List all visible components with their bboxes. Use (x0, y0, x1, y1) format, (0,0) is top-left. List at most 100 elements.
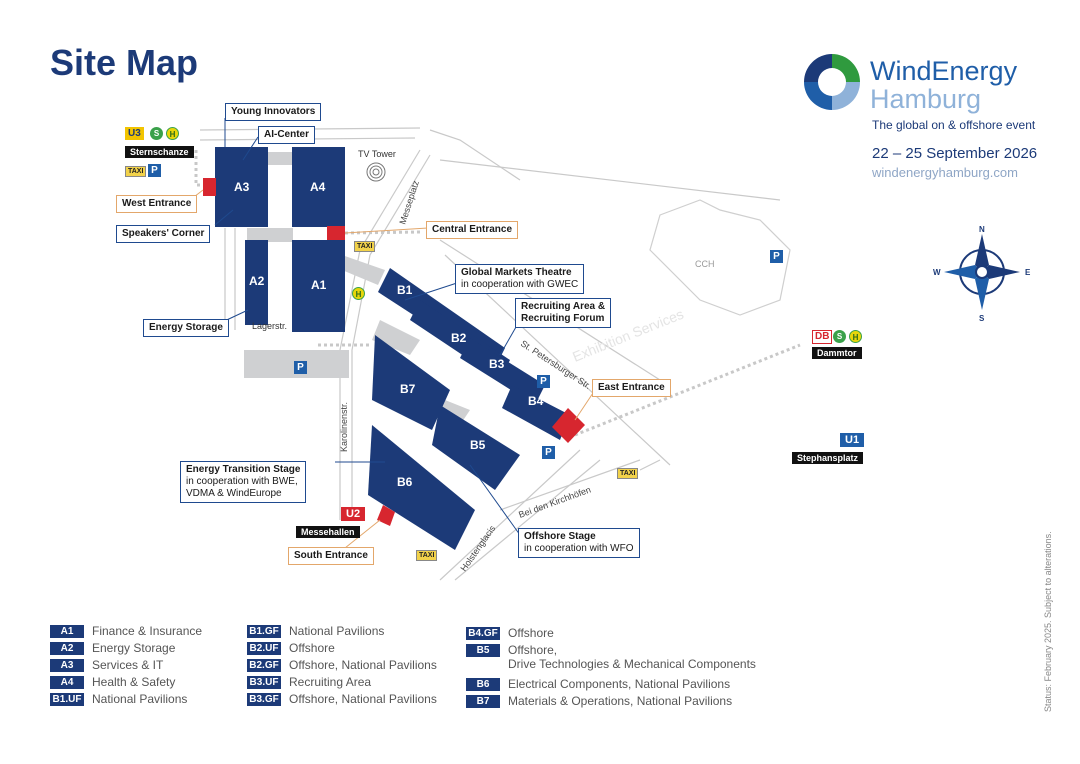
compass-east: E (1025, 268, 1031, 277)
compass-south: S (979, 314, 985, 323)
callout-energy-transition-sub1: in cooperation with BWE, (186, 476, 298, 487)
hall-label-a1: A1 (311, 278, 327, 292)
label-tv-tower: TV Tower (358, 149, 396, 159)
windenergy-logo-icon (804, 54, 860, 110)
station-dammtor: Dammtor (812, 347, 862, 359)
legend-code: B3.GF (247, 693, 281, 706)
station-sternschanze: Sternschanze (125, 146, 194, 158)
taxi-icon: TAXI (354, 241, 376, 252)
callout-ai-center: AI-Center (258, 126, 316, 144)
u2-line-badge: U2 (341, 507, 366, 521)
legend-row: B1.GF National Pavilions (247, 624, 437, 641)
legend-desc: Finance & Insurance (92, 624, 203, 638)
legend-desc-line2: Drive Technologies & Mechanical Componen… (508, 657, 756, 671)
hall-label-a4: A4 (310, 180, 326, 194)
street-label-kirchhoefen: Bei den Kirchhöfen (517, 484, 592, 519)
hall-label-a3: A3 (234, 180, 250, 194)
parking-icon: P (294, 361, 307, 374)
legend-desc: Offshore, National Pavilions (289, 658, 437, 672)
parking-icon: P (537, 375, 550, 388)
south-entrance-marker (377, 505, 395, 526)
tv-tower-icon (366, 162, 386, 182)
hall-label-b5: B5 (470, 438, 486, 452)
callout-recruiting-line2: Recruiting Forum (521, 313, 605, 324)
hall-a3 (215, 147, 268, 227)
callout-energy-storage: Energy Storage (143, 319, 229, 337)
hall-a2 (245, 240, 268, 325)
bus-stop-icon: H (352, 287, 365, 300)
callout-offshore-stage-title: Offshore Stage (524, 531, 596, 542)
legend-desc: Energy Storage (92, 641, 176, 655)
legend-code: A3 (50, 659, 84, 672)
legend-row: B7 Materials & Operations, National Pavil… (466, 694, 756, 711)
legend-code: B1.GF (247, 625, 281, 638)
compass-rose-icon (944, 234, 1020, 310)
hall-label-b3: B3 (489, 357, 505, 371)
legend-code: B2.GF (247, 659, 281, 672)
hall-b3 (460, 338, 545, 405)
street-label-karolinenstr: Karolinenstr. (339, 402, 349, 452)
callout-leaders (214, 118, 521, 536)
event-dates: 22 – 25 September 2026 (872, 145, 1038, 162)
compass-west: W (933, 268, 941, 277)
callout-recruiting-area: Recruiting Area & Recruiting Forum (515, 298, 612, 328)
callout-energy-transition-title: Energy Transition Stage (186, 464, 301, 475)
street-label-messeplatz: Messeplatz (397, 179, 421, 226)
legend-row: A4 Health & Safety (50, 675, 202, 692)
callout-speakers-corner: Speakers' Corner (116, 225, 211, 243)
hall-b6 (368, 425, 475, 550)
callout-energy-transition-stage: Energy Transition Stage in cooperation w… (180, 461, 307, 503)
hall-a1 (292, 240, 345, 332)
u1-line-badge: U1 (840, 433, 865, 447)
callout-east-entrance: East Entrance (592, 379, 671, 397)
legend-code: B1.UF (50, 693, 84, 706)
central-entrance-marker (327, 226, 345, 240)
hall-label-a2: A2 (249, 274, 265, 288)
legend-row: B2.GF Offshore, National Pavilions (247, 658, 437, 675)
page-title: Site Map (50, 42, 199, 83)
bus-stop-icon: H (849, 330, 862, 343)
callout-young-innovators: Young Innovators (225, 103, 322, 121)
legend-desc: Materials & Operations, National Pavilio… (508, 694, 733, 708)
west-entrance-marker (203, 178, 216, 196)
callout-offshore-stage-sub: in cooperation with WFO (524, 543, 634, 554)
station-messehallen: Messehallen (296, 526, 360, 538)
legend-desc: Electrical Components, National Pavilion… (508, 677, 731, 691)
label-lagerstr: Lagerstr. (252, 321, 288, 331)
legend-code: B2.UF (247, 642, 281, 655)
legend-desc: Offshore (289, 641, 335, 655)
website-link[interactable]: windenergyhamburg.com (872, 165, 1018, 180)
legend-row: B2.UF Offshore (247, 641, 437, 658)
legend-desc: Health & Safety (92, 675, 176, 689)
hall-label-b1: B1 (397, 283, 413, 297)
brand-name-line2: Hamburg (870, 84, 982, 114)
hall-a4 (292, 147, 345, 227)
callout-west-entrance: West Entrance (116, 195, 198, 213)
parking-icon: P (542, 446, 555, 459)
legend-desc: Offshore, National Pavilions (289, 692, 437, 706)
u3-line-badge: U3 (125, 127, 144, 140)
legend-desc: National Pavilions (92, 692, 188, 706)
taxi-icon: TAXI (617, 468, 639, 479)
callout-recruiting-line1: Recruiting Area & (521, 301, 606, 312)
legend-code: A1 (50, 625, 84, 638)
legend-desc: National Pavilions (289, 624, 385, 638)
callout-global-markets-theatre: Global Markets Theatre in cooperation wi… (455, 264, 585, 294)
legend-column-2: B1.GF National Pavilions B2.UF Offshore B2… (247, 624, 437, 709)
brand-name-line1: WindEnergy (870, 56, 1018, 86)
callout-south-entrance: South Entrance (288, 547, 374, 565)
parking-icon: P (148, 164, 161, 177)
legend-code: B7 (466, 695, 500, 708)
legend-code: A4 (50, 676, 84, 689)
taxi-icon: TAXI (416, 550, 438, 561)
legend-desc: Offshore,Drive Technologies & Mechanical… (508, 643, 756, 671)
legend-code: B5 (466, 644, 500, 657)
hall-label-b4: B4 (528, 394, 544, 408)
hall-label-b7: B7 (400, 382, 416, 396)
db-rail-icon: DB (812, 330, 833, 344)
status-note: Status: February 2025. Subject to altera… (1043, 531, 1053, 712)
